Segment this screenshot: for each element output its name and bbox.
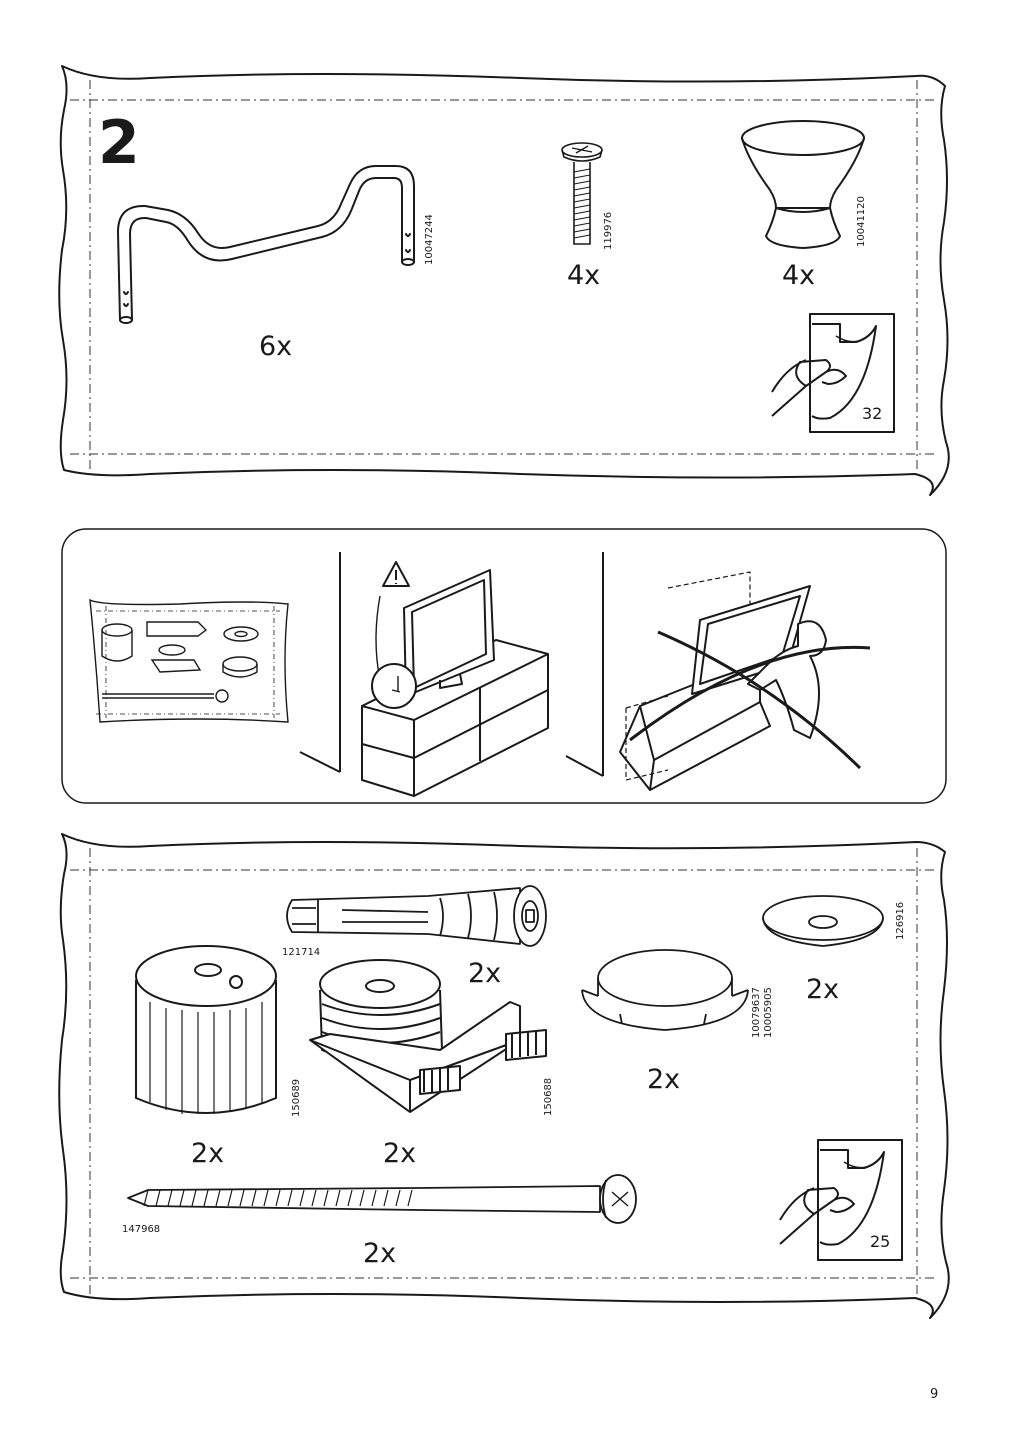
part-article-number: 10079637 bbox=[751, 987, 762, 1038]
booklet-reference-icon bbox=[779, 1139, 903, 1261]
part-quantity: 2x bbox=[647, 1064, 681, 1095]
screw-part bbox=[561, 142, 603, 245]
wire-leg-part bbox=[117, 165, 415, 324]
part-quantity: 2x bbox=[191, 1138, 225, 1169]
part-quantity: 6x bbox=[259, 331, 293, 362]
step-2-bag-panel bbox=[58, 65, 950, 496]
booklet-page-number: 25 bbox=[870, 1232, 891, 1251]
long-screw-part bbox=[127, 1174, 637, 1224]
part-quantity: 4x bbox=[567, 260, 601, 291]
part-quantity: 4x bbox=[782, 260, 816, 291]
anchored-tv-bench-illustration bbox=[299, 552, 549, 797]
part-article-number: 10005905 bbox=[763, 987, 774, 1038]
cover-cap-part bbox=[762, 895, 884, 947]
safety-warning-panel bbox=[61, 528, 947, 804]
page-number: 9 bbox=[930, 1387, 939, 1402]
part-article-number: 150689 bbox=[291, 1078, 302, 1117]
step-number: 2 bbox=[98, 108, 140, 178]
anchoring-kit-bag-panel bbox=[58, 833, 950, 1319]
small-hardware-bag bbox=[89, 598, 289, 723]
booklet-page-number: 32 bbox=[862, 404, 883, 423]
part-article-number: 121714 bbox=[282, 947, 321, 958]
round-cap-part bbox=[581, 949, 749, 1031]
knob-foot-part bbox=[741, 120, 865, 250]
wall-plug-part bbox=[286, 885, 547, 947]
part-article-number: 147968 bbox=[122, 1224, 161, 1235]
tipping-tv-bench-illustration bbox=[565, 552, 871, 791]
bag-outline bbox=[58, 833, 950, 1319]
part-quantity: 2x bbox=[806, 974, 840, 1005]
part-quantity: 2x bbox=[468, 958, 502, 989]
booklet-reference-icon bbox=[771, 313, 895, 433]
part-article-number: 150688 bbox=[543, 1077, 554, 1116]
part-quantity: 2x bbox=[383, 1138, 417, 1169]
leveling-foot-bracket-part bbox=[309, 959, 547, 1113]
part-article-number: 126916 bbox=[895, 901, 906, 940]
part-quantity: 2x bbox=[363, 1238, 397, 1269]
adjustable-foot-part bbox=[135, 945, 277, 1114]
bag-outline bbox=[58, 65, 950, 496]
